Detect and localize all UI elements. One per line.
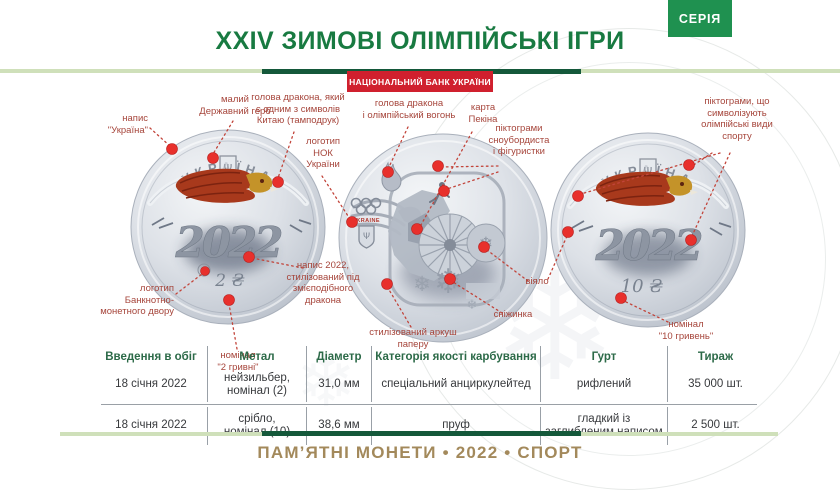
col-header: Метал (239, 351, 275, 363)
col-header: Категорія якості карбування (375, 351, 537, 363)
coin-year: 2022 (175, 218, 283, 267)
design-block (466, 283, 500, 299)
cell: гладкий із заглибленим написом (545, 412, 662, 438)
trident-icon: Ψ (224, 162, 233, 175)
annotation-piktohramy-sportu: піктограми, що символізують олімпійські … (701, 96, 773, 142)
footer-rule-dark (262, 431, 581, 436)
shield-icon (358, 225, 375, 249)
coin-year: 2022 (595, 221, 703, 270)
spec-table-row-2: 18 січня 2022 срібло, номінал (10) 38,6 … (95, 407, 763, 445)
cell: нейзильбер, номінал (2) (223, 371, 290, 397)
bank-banner: НАЦІОНАЛЬНИЙ БАНК УКРАЇНИ (347, 71, 493, 92)
cell: срібло, номінал (10) (224, 412, 290, 438)
snowflake-icon: ❄ (467, 298, 478, 313)
annotation-napys-2022: напис 2022, стилізований під змієподібно… (286, 260, 360, 306)
annotation-derzhavnyi-herb: малий Державний герб (199, 94, 271, 117)
snowflake-icon: ❄ (413, 272, 431, 296)
annotation-holova-drakona: голова дракона, який є одним з символів … (251, 92, 345, 127)
footer-text: ПАМ’ЯТНІ МОНЕТИ • 2022 • СПОРТ (257, 443, 583, 462)
trident-icon: Ψ (363, 232, 370, 242)
spec-table-row-1: Введення в обіг 18 січня 2022 Метал нейзил… (95, 346, 763, 402)
dragon-icon (175, 168, 278, 203)
mint-logo-icon (197, 263, 211, 277)
cell: 18 січня 2022 (115, 419, 187, 432)
annotation-nominal-10: номінал "10 гривень" (658, 319, 714, 342)
cell: 2 500 шт. (691, 419, 740, 432)
annotation-nominal-2: номінал "2 гривні" (217, 350, 259, 373)
skier-pictogram-icon (151, 217, 312, 233)
annotation-arkush-paperu: стилізований аркуш паперу (369, 327, 457, 350)
coin-10-hryvnia-obverse: УКРАЇНА Ψ 2022 10 ₴ (550, 132, 746, 328)
annotation-drakon-vohon: голова дракона і олімпійський вогонь (362, 98, 456, 121)
col-header: Діаметр (316, 351, 362, 363)
series-badge: СЕРІЯ (668, 0, 732, 37)
annotation-snizhynka: сніжинка (493, 309, 533, 320)
snowflake-icon: ❄ (434, 262, 463, 302)
cell: спеціальний анциркулейтед (381, 378, 531, 391)
annotation-bmd-logo: логотип Банкнотно- монетного двору (100, 283, 174, 318)
annotation-viialo: віяло (525, 276, 549, 287)
annotation-piktohramy: піктограми сноубордиста і фігуристки (488, 123, 550, 158)
skier-pictogram-icon (571, 220, 732, 236)
annotation-nok-logo: логотип НОК України (305, 136, 341, 171)
cell: рифлений (576, 378, 632, 391)
cell: 31,0 мм (318, 378, 360, 391)
cell: 38,6 мм (318, 419, 360, 432)
mint-logo-glyph: ₴ (201, 267, 207, 275)
cell: 18 січня 2022 (115, 378, 187, 391)
page-title: XXIV ЗИМОВІ ОЛІМПІЙСЬКІ ІГРИ (215, 27, 625, 55)
col-header: Гурт (591, 351, 617, 363)
coin-denomination: 2 ₴ (214, 271, 244, 291)
snowflake-icon: ❄ (479, 234, 493, 254)
col-header: Введення в обіг (105, 351, 197, 363)
annotation-napys-ukraina: напис "Україна" (107, 113, 148, 136)
cell: 35 000 шт. (688, 378, 743, 391)
cell: пруф (442, 419, 470, 432)
noc-country-label: UKRAINE (352, 218, 380, 224)
table-row-divider (101, 404, 757, 405)
olympic-rings-icon (350, 197, 382, 215)
coin-denomination: 10 ₴ (621, 276, 664, 297)
annotation-karta-pekina: карта Пекіна (468, 102, 498, 125)
coin-10-hryvnia-art: УКРАЇНА Ψ 2022 10 ₴ (550, 132, 746, 328)
col-header: Тираж (697, 351, 734, 363)
